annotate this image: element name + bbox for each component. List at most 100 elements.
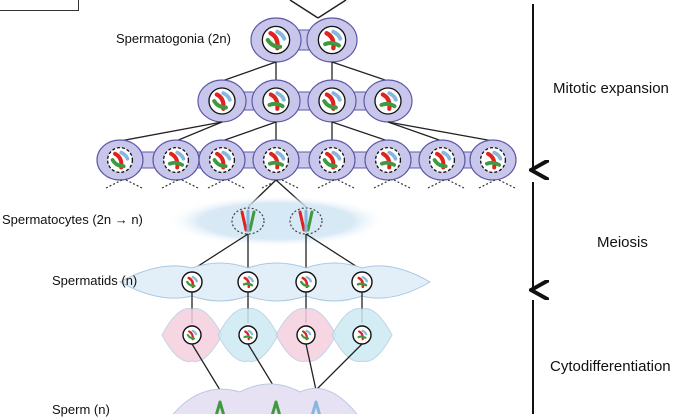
- phase-label-meiosis: Meiosis: [597, 234, 648, 251]
- lineage-line: [119, 121, 223, 142]
- lineage-line: [191, 233, 249, 271]
- chromosome-green: [306, 210, 314, 232]
- lineage-line: [247, 343, 277, 391]
- dotted-stem: [478, 179, 496, 189]
- sperm-row: [172, 383, 358, 414]
- chromosome-blue: [275, 29, 287, 41]
- chromosome-blue: [387, 91, 398, 102]
- chromosome-blue: [247, 329, 254, 336]
- spermatogonium-cell: [307, 79, 357, 123]
- chromosome-blue: [492, 150, 503, 161]
- spermatid-cell: [295, 271, 317, 293]
- chromosome-red: [243, 276, 251, 289]
- lineage-line: [331, 121, 389, 142]
- sperm-head: [271, 400, 281, 414]
- chromosome-green: [265, 37, 283, 49]
- lineage-line: [387, 121, 443, 142]
- lineage-line: [305, 343, 317, 391]
- spermatogonia-row-1: [250, 17, 358, 63]
- sperm-cytoplasm: [172, 383, 358, 414]
- sperm-head: [311, 400, 321, 414]
- chromosome-red: [298, 210, 306, 232]
- chromosome-red: [324, 30, 336, 51]
- dotted-stem: [181, 179, 199, 189]
- dotted-stem: [393, 179, 411, 189]
- chromosome-red: [244, 330, 250, 341]
- spermatids-late-row: [161, 308, 393, 362]
- spermatogonium-cell: [364, 139, 412, 181]
- spermatogonium-cell: [152, 139, 200, 181]
- spermatogonium-cell: [418, 139, 466, 181]
- chromosome-blue: [387, 150, 398, 161]
- spermatid-nucleus-group: [296, 325, 316, 345]
- chromosome-green: [432, 158, 448, 169]
- chromosome-red: [169, 151, 180, 170]
- spermatid-nucleus-group: [182, 325, 202, 345]
- chromosome-blue: [221, 150, 232, 161]
- chromosome-red: [269, 151, 280, 170]
- spermatogonium-cell: [252, 139, 300, 181]
- label-spermatids: Spermatids (n): [52, 273, 138, 288]
- chromosome-blue: [191, 329, 198, 336]
- chromosome-red: [381, 151, 392, 170]
- chromosome-red: [380, 92, 392, 111]
- spermatid-nucleus-group: [352, 325, 372, 345]
- dotted-stem: [373, 179, 391, 189]
- chromosome-blue: [119, 150, 130, 161]
- chromosome-blue: [305, 329, 312, 336]
- label-sperm: Sperm (n): [52, 402, 110, 417]
- lineage-lines-2-3: [119, 121, 494, 142]
- label-spermatogonia: Spermatogonia (2n): [116, 31, 231, 46]
- dotted-stem: [427, 179, 445, 189]
- spindle: [289, 207, 323, 235]
- dotted-stem: [105, 179, 123, 189]
- chromosome-blue: [175, 150, 186, 161]
- chromosome-green: [322, 99, 338, 110]
- chromosome-blue: [331, 150, 342, 161]
- chromosome-green: [322, 158, 338, 169]
- chromosome-green: [212, 158, 228, 169]
- chromosome-blue: [331, 29, 343, 41]
- spermatid-cell: [237, 271, 259, 293]
- chromosome-green: [379, 101, 397, 109]
- spermatocytes-row: [167, 195, 387, 247]
- spermatogonium-cell: [363, 79, 413, 123]
- chromosome-green: [243, 335, 253, 339]
- lineage-lines-6-7: [191, 343, 363, 391]
- chromosome-green: [356, 282, 368, 287]
- chromosome-blue: [247, 276, 254, 283]
- chromosome-blue: [221, 91, 232, 102]
- chromosome-green: [242, 282, 254, 287]
- spermatogonium-cell: [250, 17, 302, 63]
- chromosome-blue: [305, 276, 312, 283]
- chromosome-red: [268, 92, 280, 111]
- lineage-line: [221, 121, 277, 142]
- lineage-line: [221, 61, 277, 82]
- spermatogonium-cell: [96, 139, 144, 181]
- spermatogonium-cell: [198, 139, 246, 181]
- dotted-stem: [125, 179, 143, 189]
- frame-corner: [0, 0, 79, 11]
- chromosome-blue: [361, 329, 368, 336]
- tree-stem: [317, 0, 347, 19]
- chromosome-green: [110, 158, 126, 169]
- chromosome-green: [484, 160, 502, 167]
- chromosome-red: [486, 151, 497, 170]
- dotted-stem: [317, 179, 335, 189]
- chromosome-green: [357, 335, 367, 339]
- chromosome-green: [300, 280, 310, 288]
- sperm-head: [215, 400, 225, 414]
- lineage-line: [191, 343, 221, 391]
- chromosome-blue: [361, 276, 368, 283]
- chromosome-green: [248, 210, 256, 232]
- lineage-line: [387, 121, 494, 142]
- tree-stem: [289, 0, 319, 19]
- chromosome-blue: [191, 276, 198, 283]
- spermatogonia-row-3: [96, 139, 517, 189]
- spermatogonium-cell: [306, 17, 358, 63]
- chromosome-green: [300, 333, 310, 340]
- chromosome-blue: [441, 150, 452, 161]
- chromosome-red: [358, 330, 364, 341]
- chromosome-green: [186, 333, 196, 340]
